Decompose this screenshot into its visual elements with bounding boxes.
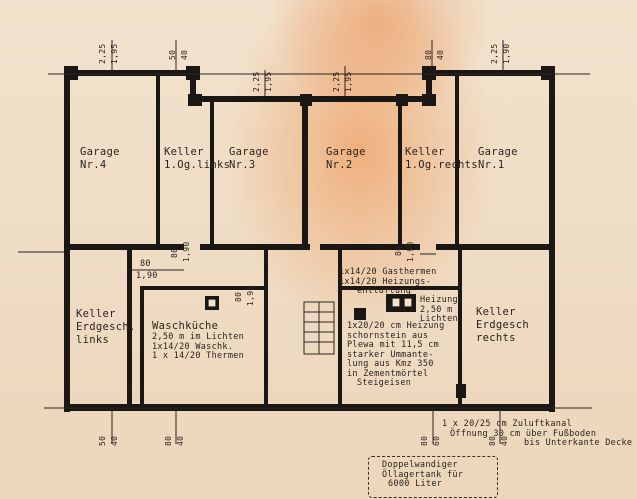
- dim-label: 80: [394, 245, 403, 256]
- room-name: Keller: [164, 146, 204, 158]
- dim-label: 40: [110, 435, 119, 446]
- dim-label: 50: [98, 435, 107, 446]
- dim-label: 1,95: [264, 71, 273, 92]
- room-name: Keller: [476, 306, 516, 318]
- outer-wall-left: [64, 70, 70, 412]
- room-garage-2: Garage Nr.2: [326, 146, 366, 172]
- dim-label: 60: [432, 435, 441, 446]
- note-oil-tank: Doppelwandiger Öllagertank für 6000 Lite…: [382, 460, 464, 489]
- room-keller-erdgesch-rechts: Keller Erdgesch rechts: [476, 306, 529, 345]
- dim-label: 80: [424, 49, 433, 60]
- outer-wall-right: [549, 70, 555, 412]
- dim-label: 1,95: [110, 43, 119, 64]
- dim-label: 40: [180, 49, 189, 60]
- walls: [64, 66, 555, 412]
- room-name: Garage: [478, 146, 518, 158]
- room-keller-erdgesch-links: Keller Erdgesch. links: [76, 308, 136, 347]
- room-number: 1.Og.rechts: [405, 159, 478, 171]
- dim-label: 1,90: [182, 241, 191, 262]
- dimension-lines: [18, 40, 592, 444]
- room-number: Nr.2: [326, 159, 353, 171]
- dim-label: 80: [420, 435, 429, 446]
- room-number: Nr.4: [80, 159, 107, 171]
- wall-top-middle-left: [190, 96, 310, 102]
- note-gasthermen: 1x14/20 Gasthermen 1x14/20 Heizungs- ent…: [339, 267, 437, 296]
- stairs: [303, 301, 335, 355]
- room-keller-links-top: Keller 1.Og.links: [164, 146, 230, 172]
- dim-label: 80: [164, 435, 173, 446]
- dim-label: 80: [234, 291, 243, 302]
- wall-garage2-left: [302, 96, 308, 246]
- dim-label: 1,90: [406, 241, 415, 262]
- room-number: Nr.1: [478, 159, 505, 171]
- room-name: Keller: [76, 308, 116, 320]
- wall-step-right: [426, 70, 432, 102]
- room-garage-3: Garage Nr.3: [229, 146, 269, 172]
- dim-label: 80: [488, 435, 497, 446]
- room-name: Garage: [326, 146, 366, 158]
- dim-label: 2,25: [332, 71, 341, 92]
- room-note: 1 x 14/20 Thermen: [152, 351, 245, 361]
- room-name: Keller: [405, 146, 445, 158]
- room-number: 1.Og.links: [164, 159, 231, 171]
- room-name: Garage: [80, 146, 120, 158]
- dim-label: 2,25: [252, 71, 261, 92]
- dim-label: 1,90: [136, 271, 158, 281]
- note-heizung: Heizung 2,50 m Lichten: [420, 295, 458, 324]
- dim-label: 1,90: [246, 285, 255, 306]
- dim-label: 80: [170, 247, 179, 258]
- wall-top-middle-right: [302, 96, 432, 102]
- dim-label: 1,90: [502, 43, 511, 64]
- dim-label: 2,25: [98, 43, 107, 64]
- room-name: rechts: [476, 332, 516, 344]
- dim-label: 40: [436, 49, 445, 60]
- room-number: Nr.3: [229, 159, 256, 171]
- room-keller-rechts-top: Keller 1.Og.rechts: [405, 146, 478, 172]
- room-garage-4: Garage Nr.4: [80, 146, 120, 172]
- dim-label: 50: [168, 49, 177, 60]
- dim-label: 40: [176, 435, 185, 446]
- dim-label: 1,95: [344, 71, 353, 92]
- room-note: 1x14/20 Waschk.: [152, 341, 234, 352]
- outer-wall-top-right: [432, 70, 555, 76]
- room-note: 2,50 m im Lichten: [152, 332, 245, 342]
- dim-label: 2,25: [490, 43, 499, 64]
- dim-label: 80: [140, 259, 151, 269]
- note-zuluftkanal: 1 x 20/25 cm Zuluftkanal Öffnung 30 cm ü…: [442, 419, 633, 448]
- room-garage-1: Garage Nr.1: [478, 146, 518, 172]
- room-name: Erdgesch.: [76, 321, 136, 333]
- room-name: Erdgesch: [476, 319, 529, 331]
- room-name: links: [76, 334, 110, 346]
- oil-tank-outline: [368, 456, 498, 498]
- room-name: Garage: [229, 146, 269, 158]
- room-name: Waschküche: [152, 320, 219, 332]
- outer-wall-top-left: [64, 70, 195, 76]
- wall-step-left: [190, 70, 196, 102]
- room-waschkueche: Waschküche 2,50 m im Lichten 1x14/20 Was…: [152, 320, 244, 362]
- note-schornstein: 1x20/20 cm Heizung schornstein aus Plewa…: [347, 321, 445, 388]
- dim-label: 40: [500, 435, 509, 446]
